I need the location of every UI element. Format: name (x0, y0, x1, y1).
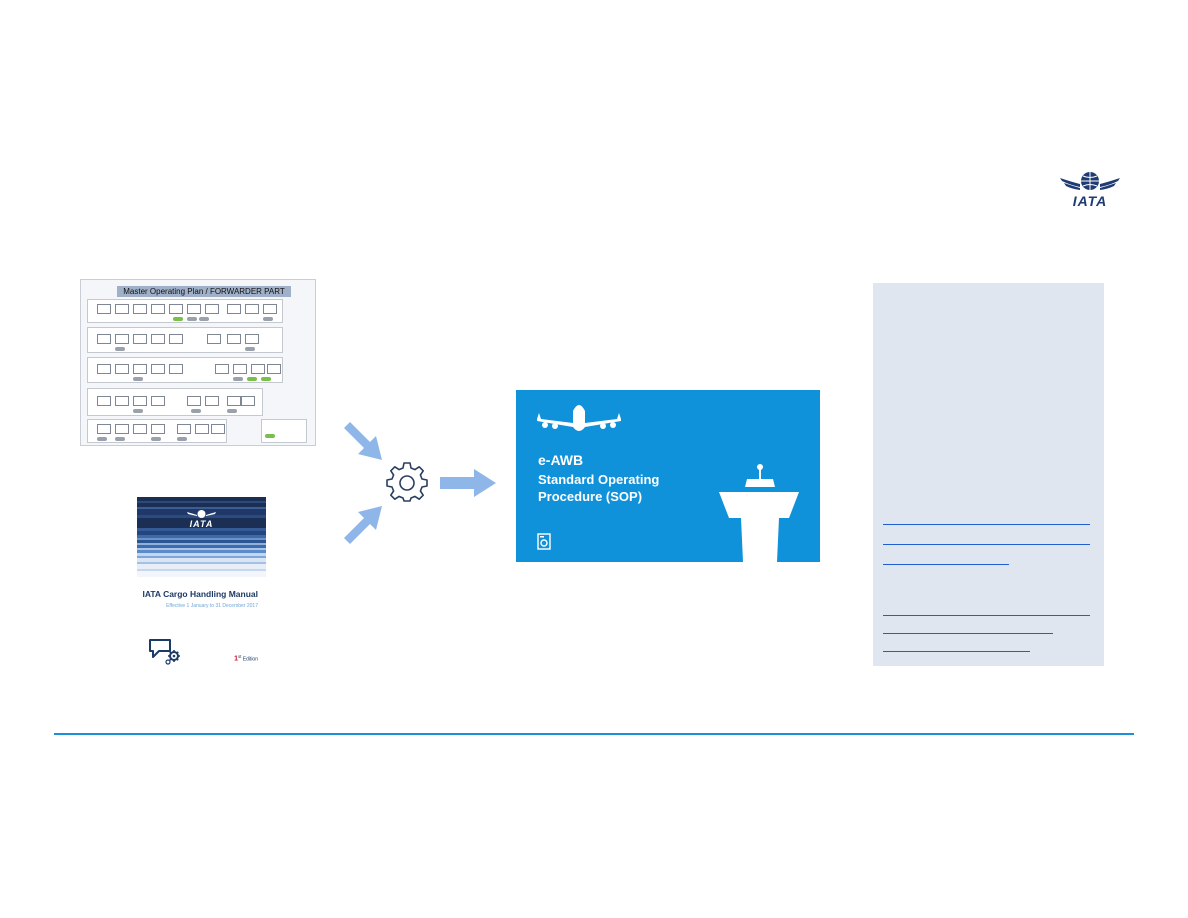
mop-process-box (267, 364, 281, 374)
mop-process-box (115, 334, 129, 344)
iata-logo (1060, 172, 1120, 190)
mop-process-box (97, 396, 111, 406)
mop-status-pill (245, 347, 255, 351)
mop-process-box (251, 364, 265, 374)
cover-title: IATA Cargo Handling Manual (142, 589, 258, 599)
mop-status-pill (191, 409, 201, 413)
mop-process-box (227, 334, 241, 344)
mop-process-box (133, 424, 147, 434)
mop-status-pill (151, 437, 161, 441)
resource-link-underline[interactable] (883, 544, 1090, 545)
mop-status-pill (115, 347, 125, 351)
resource-link-underline[interactable] (883, 524, 1090, 525)
mop-process-box (97, 304, 111, 314)
cover-subtitle: Effective 1 January to 31 December 2017 (166, 603, 258, 609)
mop-status-pill (261, 377, 271, 381)
mop-process-box (207, 334, 221, 344)
cargo-handling-manual-cover[interactable]: IATA IATA Cargo Handling Manual Effectiv… (137, 497, 266, 669)
mop-status-pill (133, 409, 143, 413)
sop-title: e-AWB (538, 452, 584, 468)
e-awb-sop-card[interactable]: e-AWB Standard Operating Procedure (SOP) (516, 390, 820, 562)
edition-word: Edition (242, 656, 258, 663)
sop-subtitle-line1: Standard Operating (538, 472, 660, 487)
mop-status-pill (227, 409, 237, 413)
mop-process-box (169, 304, 183, 314)
arrow-right-icon (440, 469, 496, 497)
mop-process-box (115, 396, 129, 406)
mop-process-box (211, 424, 225, 434)
mop-process-box (195, 424, 209, 434)
mop-process-box (151, 334, 165, 344)
mop-process-box (151, 364, 165, 374)
mop-status-pill (115, 437, 125, 441)
mop-process-box (115, 364, 129, 374)
mop-status-pill (97, 437, 107, 441)
sop-subtitle-line2: Procedure (SOP) (538, 489, 643, 504)
mop-process-box (115, 424, 129, 434)
mop-status-pill (233, 377, 243, 381)
footer-divider (54, 733, 1134, 735)
mop-status-pill (265, 434, 275, 438)
mop-process-box (233, 364, 247, 374)
mop-process-box (97, 334, 111, 344)
mop-process-box (187, 304, 201, 314)
mop-process-box (151, 304, 165, 314)
arrow-down-right-icon (344, 422, 382, 460)
mop-process-box (97, 424, 111, 434)
mop-status-pill (263, 317, 273, 321)
resource-link-underline[interactable] (883, 615, 1090, 616)
document-badge-icon (537, 533, 551, 550)
mop-process-box (215, 364, 229, 374)
cover-edition: 1st Edition (234, 654, 258, 663)
edition-number: 1 (234, 655, 239, 663)
edition-suffix: st (238, 654, 242, 659)
iata-logo-text: IATA (1072, 193, 1108, 209)
mop-process-box (151, 424, 165, 434)
mop-process-box (133, 334, 147, 344)
mop-process-box (245, 334, 259, 344)
mop-process-box (245, 304, 259, 314)
mop-status-pill (173, 317, 183, 321)
mop-status-pill (177, 437, 187, 441)
resource-link-underline[interactable] (883, 651, 1030, 652)
mop-status-pill (199, 317, 209, 321)
gear-icon (386, 462, 428, 502)
mop-process-box (169, 364, 183, 374)
mop-process-box (133, 364, 147, 374)
resources-panel (873, 283, 1104, 666)
arrow-up-right-icon (344, 506, 382, 544)
mop-process-box (177, 424, 191, 434)
mop-process-box (151, 396, 165, 406)
resource-link-underline[interactable] (883, 564, 1009, 565)
mop-process-box (169, 334, 183, 344)
mop-process-box (227, 304, 241, 314)
cover-stripes (137, 497, 266, 577)
mop-status-pill (133, 377, 143, 381)
mop-status-pill (247, 377, 257, 381)
mop-process-box (187, 396, 201, 406)
mop-title: Master Operating Plan / FORWARDER PART (117, 286, 291, 297)
mop-process-box (205, 304, 219, 314)
master-operating-plan-thumbnail[interactable]: Master Operating Plan / FORWARDER PART (80, 279, 316, 446)
airplane-icon (537, 405, 621, 431)
mop-process-box (133, 304, 147, 314)
cargo-settings-icon (149, 639, 180, 665)
mop-process-box (205, 396, 219, 406)
mop-status-pill (187, 317, 197, 321)
control-tower-icon (719, 464, 799, 562)
mop-lane (261, 419, 307, 443)
mop-process-box (133, 396, 147, 406)
mop-process-box (263, 304, 277, 314)
mop-process-box (115, 304, 129, 314)
resource-link-underline[interactable] (883, 633, 1053, 634)
mop-process-box (227, 396, 241, 406)
mop-process-box (241, 396, 255, 406)
cover-iata-logo-text: IATA (189, 519, 214, 529)
mop-process-box (97, 364, 111, 374)
